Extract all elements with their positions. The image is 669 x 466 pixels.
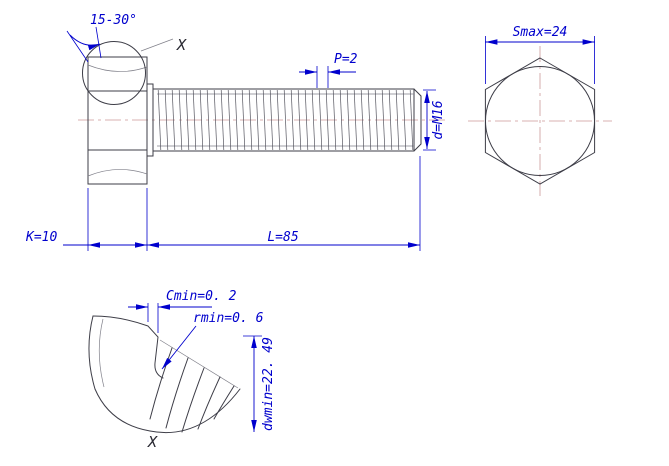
head-height-dimension-label: K=10 (25, 230, 57, 245)
head-height-dimension: K=10 (25, 188, 148, 251)
thread-size-dimension-label: d=M16 (431, 100, 446, 139)
detail-circle (82, 41, 146, 105)
detail-geometry (88, 315, 241, 434)
fillet-radius-dimension-label: rmin=0. 6 (193, 311, 264, 326)
thread-hatching (156, 90, 414, 150)
length-dimension: L=85 (147, 156, 421, 251)
chamfer-dimension: Cmin=0. 2 (128, 289, 237, 333)
inscribed-circle (485, 66, 595, 176)
pitch-dimension-label: P=2 (334, 52, 358, 67)
washer-face-dimension: dwmin=22. 49 (243, 335, 276, 432)
across-flats-dimension: Smax=24 (485, 25, 595, 84)
pitch-dimension: P=2 (299, 52, 358, 88)
across-flats-dimension-label: Smax=24 (513, 25, 568, 40)
chamfer-dimension-label: Cmin=0. 2 (166, 289, 237, 304)
detail-view-label: X (147, 433, 158, 451)
detail-view-x: Cmin=0. 2 rmin=0. 6 dwmin=22. 49 X (88, 289, 276, 451)
threaded-shank (152, 88, 422, 152)
bolt-end-view: Smax=24 (468, 25, 612, 196)
angle-dimension-label: 15-30° (90, 13, 137, 28)
chamfer-angle-dimension: 15-30° (66, 13, 137, 63)
thread-size-dimension: d=M16 (423, 89, 446, 151)
length-dimension-label: L=85 (267, 230, 298, 245)
hexagon-outline (484, 57, 596, 185)
fillet-radius-dimension: rmin=0. 6 (161, 311, 264, 370)
detail-marker-label: X (176, 36, 187, 54)
washer-face-dimension-label: dwmin=22. 49 (261, 337, 276, 431)
hex-head-outline (87, 56, 154, 185)
bolt-side-view: X 15-30° P=2 d=M16 K=10 (25, 13, 447, 251)
detail-leader-line (140, 38, 174, 52)
